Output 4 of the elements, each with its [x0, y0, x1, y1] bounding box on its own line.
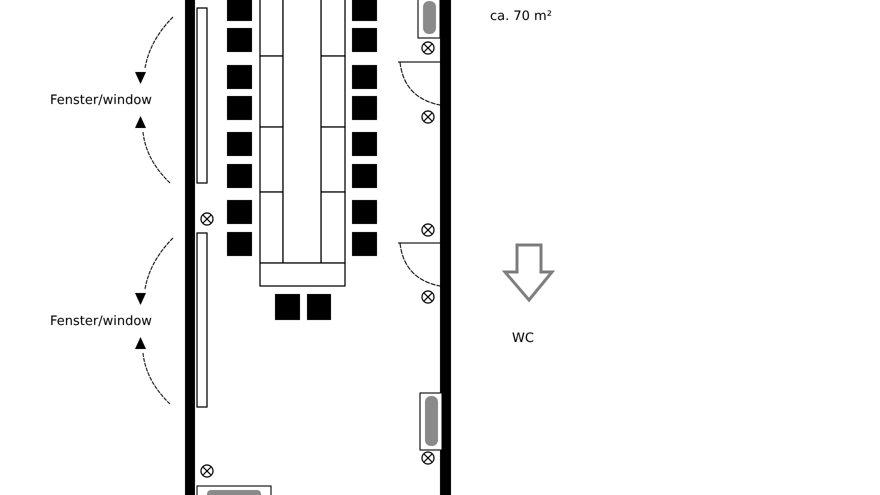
wc-label: WC — [512, 330, 534, 348]
window-label: Fenster/window — [50, 92, 152, 110]
area-label: ca. 70 m² — [490, 8, 552, 26]
window-label: Fenster/window — [50, 313, 152, 331]
